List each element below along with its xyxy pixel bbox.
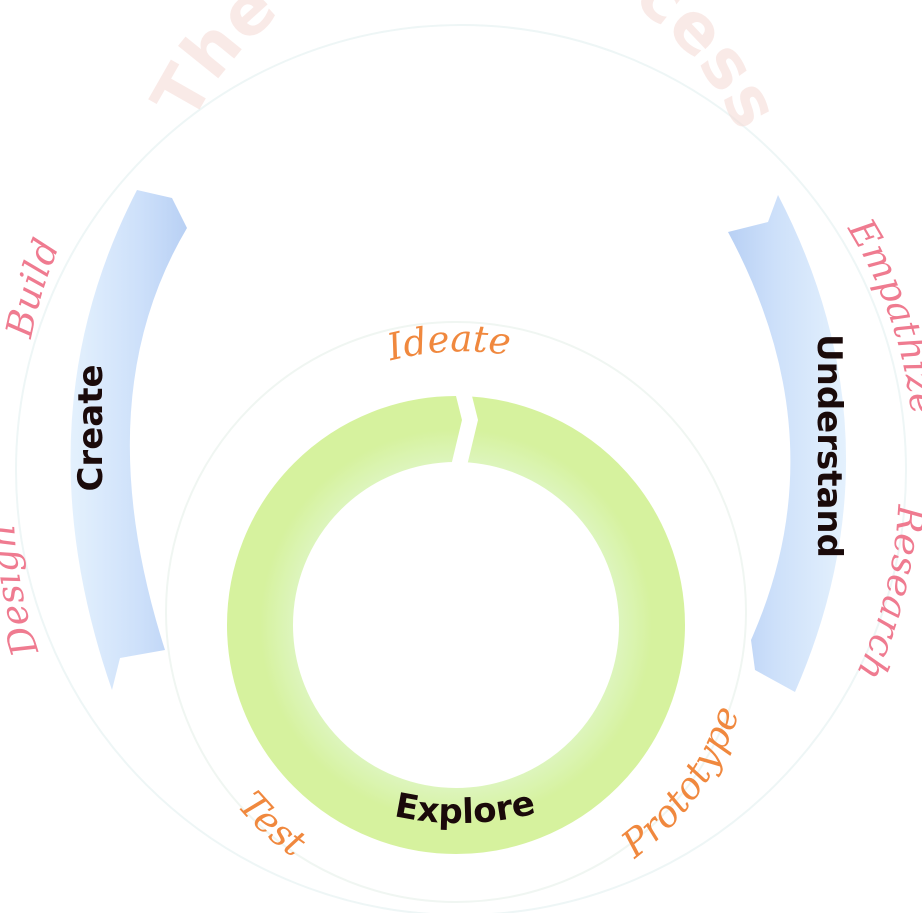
create-arc: [70, 190, 187, 690]
label-design: Design: [0, 523, 47, 662]
label-ideate: Ideate: [382, 317, 513, 369]
understand-arc: [728, 195, 847, 692]
explore-ring: [227, 380, 685, 854]
label-empathize: Empathize: [839, 210, 922, 417]
label-test: Test: [230, 783, 314, 865]
stage-understand-label: Understand: [809, 334, 849, 558]
stage-create-label: Create: [71, 364, 111, 491]
outer-guide-circle: [15, 24, 907, 913]
inner-guide-circle: [165, 321, 747, 903]
label-build: Build: [0, 233, 68, 343]
diagram-title: The work process: [137, 0, 795, 142]
label-research: Research: [848, 503, 922, 687]
